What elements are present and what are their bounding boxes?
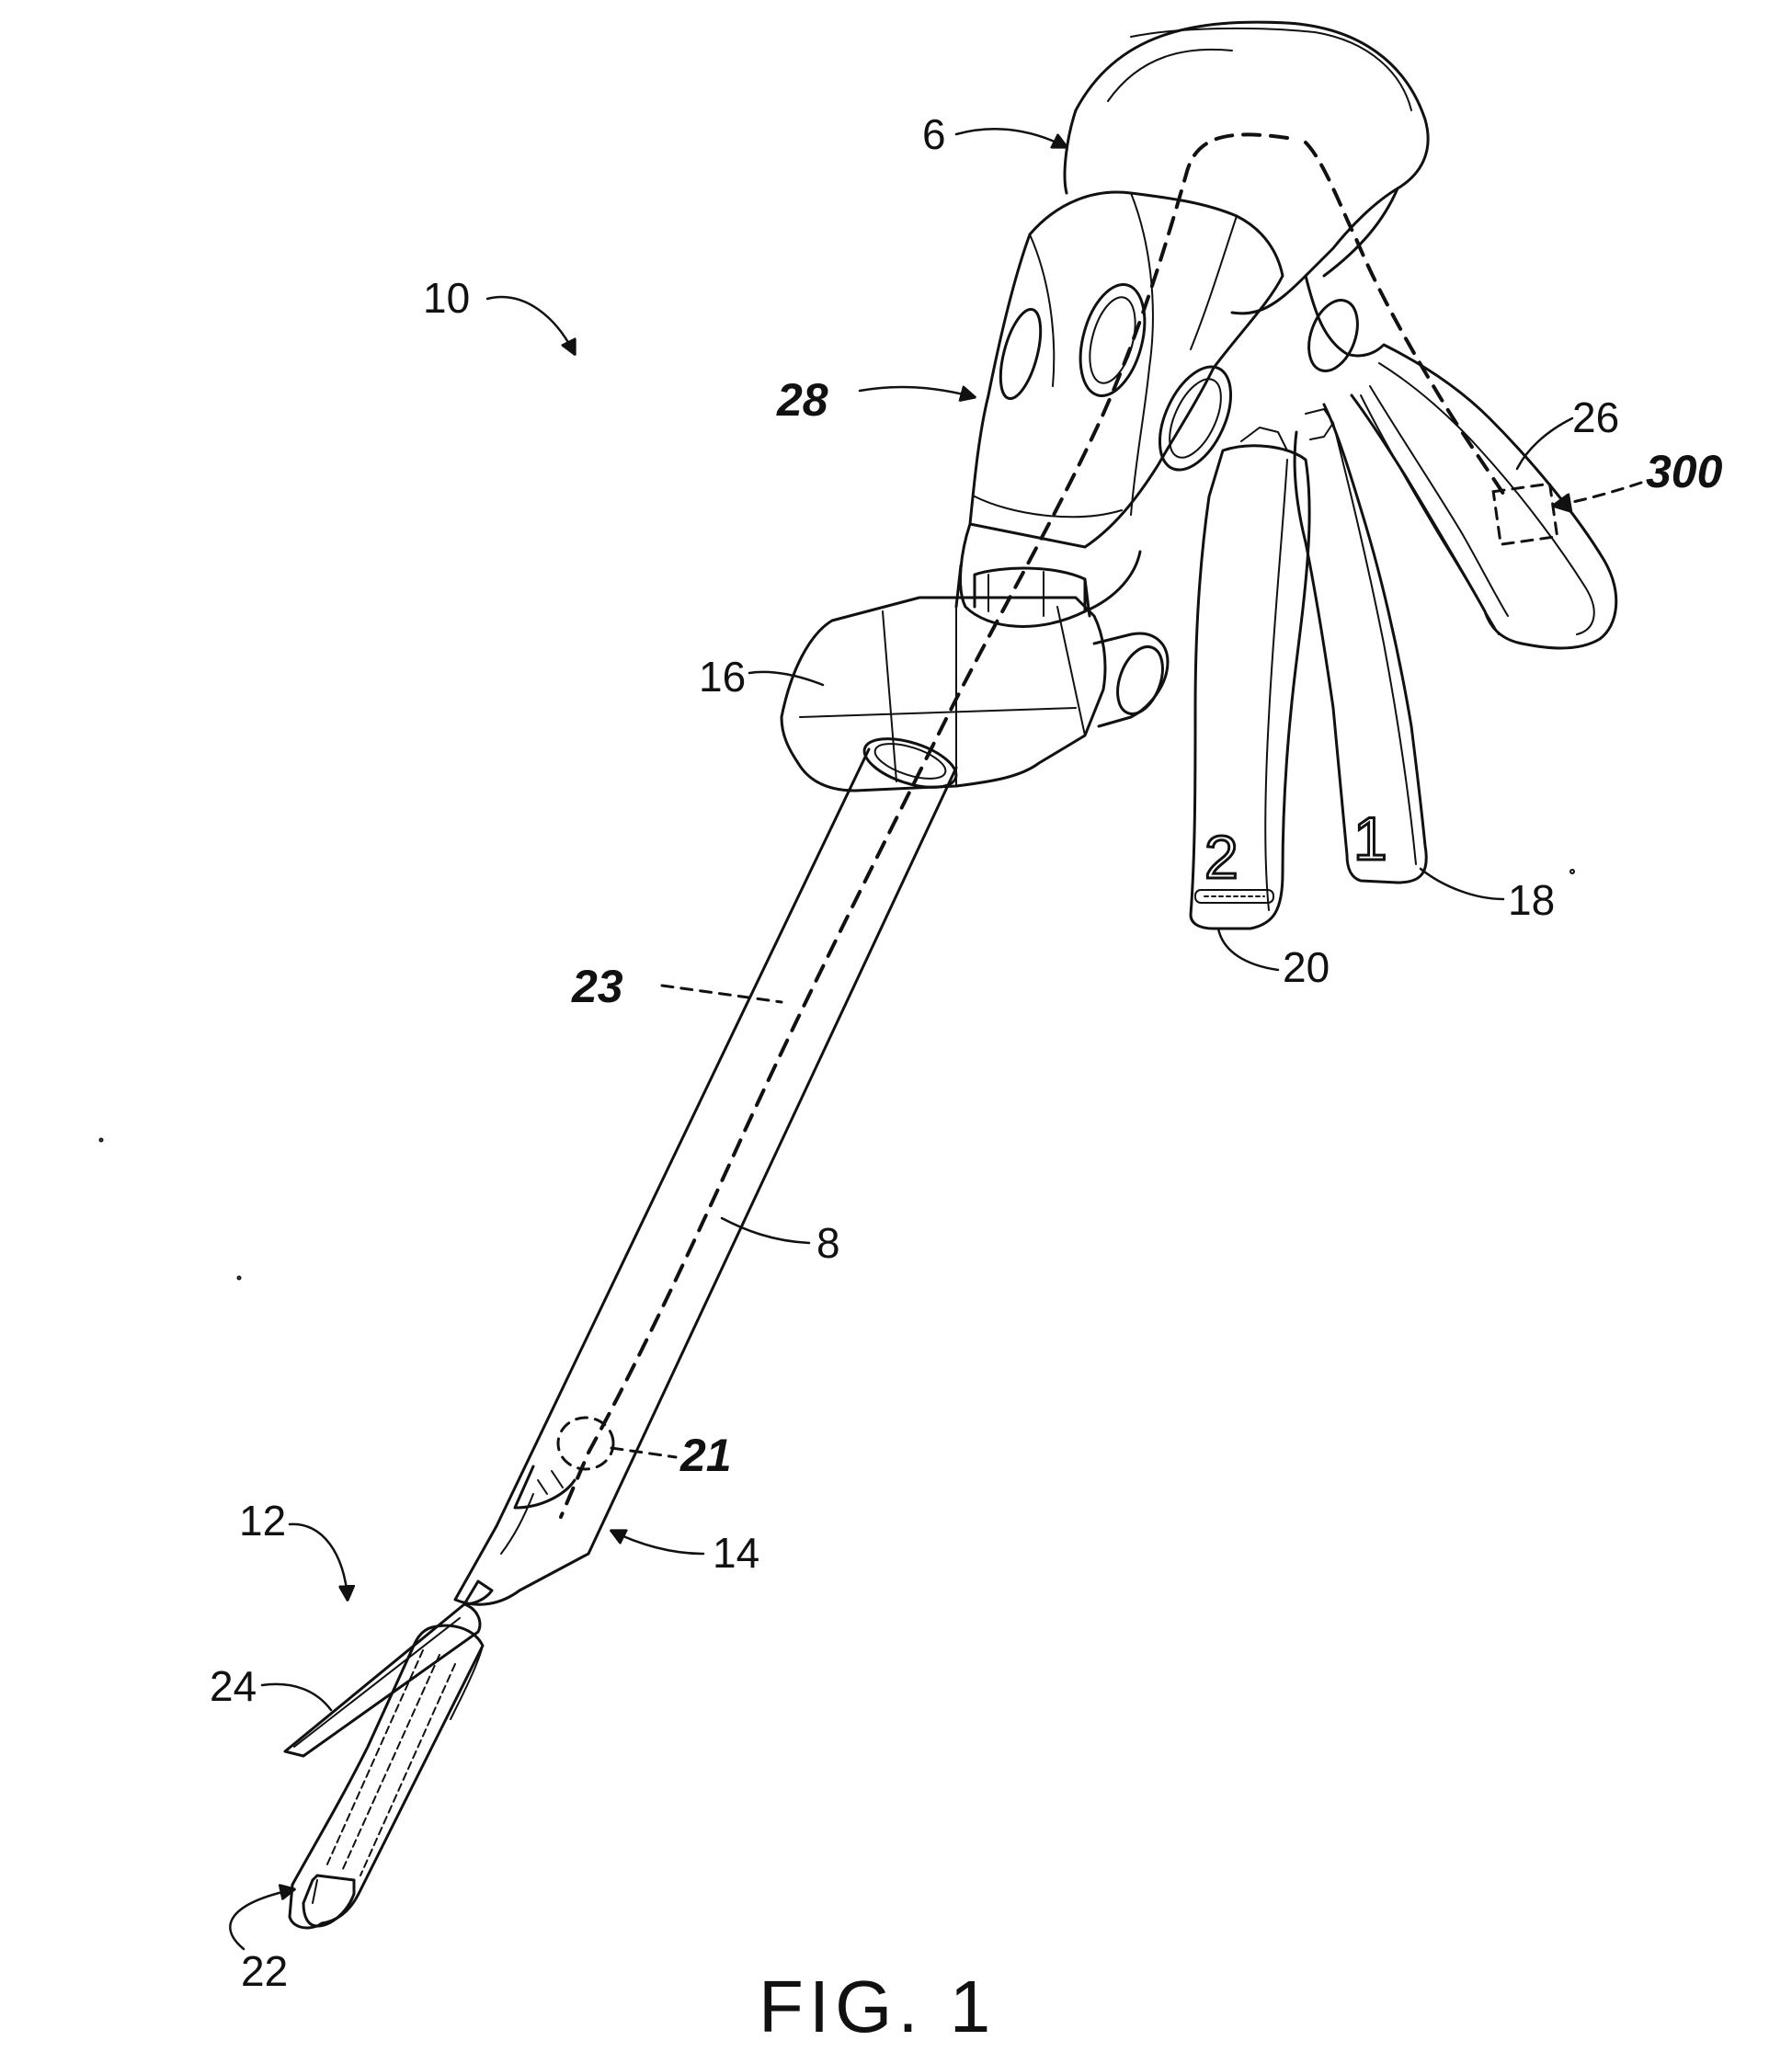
callout-26: 26	[1517, 393, 1619, 469]
callout-14: 14	[611, 1529, 759, 1577]
component-21	[558, 1418, 613, 1469]
articulation-joint	[455, 1466, 588, 1604]
svg-text:22: 22	[241, 1947, 288, 1995]
svg-text:14: 14	[713, 1529, 759, 1577]
rotation-knob	[782, 598, 1171, 791]
callout-28: 28	[776, 374, 975, 426]
pistol-grip	[1306, 276, 1616, 648]
collar-window-4	[1300, 293, 1366, 378]
firing-trigger-label: 1	[1353, 804, 1387, 872]
svg-text:12: 12	[239, 1497, 286, 1545]
callout-8: 8	[722, 1218, 840, 1267]
svg-text:8: 8	[816, 1219, 840, 1267]
callout-23: 23	[571, 961, 782, 1012]
collar-window-3	[993, 305, 1049, 403]
svg-text:300: 300	[1646, 446, 1723, 497]
handle-top-cap	[1076, 22, 1428, 314]
closure-trigger-label: 2	[1204, 823, 1238, 891]
handle-assembly	[956, 22, 1428, 626]
svg-text:23: 23	[571, 961, 623, 1012]
callout-12: 12	[239, 1497, 348, 1600]
callout-21: 21	[611, 1430, 732, 1481]
svg-text:10: 10	[423, 274, 470, 322]
callout-10: 10	[423, 274, 575, 354]
callout-6: 6	[922, 110, 1067, 158]
svg-text:26: 26	[1572, 393, 1619, 441]
callout-18: 18	[1421, 869, 1555, 924]
callout-24: 24	[210, 1662, 331, 1710]
callout-22: 22	[230, 1889, 294, 1995]
svg-text:24: 24	[210, 1662, 257, 1710]
collar-window-1	[1069, 278, 1156, 403]
svg-text:20: 20	[1283, 943, 1330, 991]
svg-text:21: 21	[679, 1430, 732, 1481]
closure-trigger: 2	[1191, 409, 1333, 929]
drive-member-hidden-line	[561, 134, 1287, 1517]
callout-20: 20	[1218, 929, 1330, 991]
staple-cartridge	[290, 1625, 483, 1928]
end-effector	[285, 1604, 483, 1928]
figure-caption: FIG. 1	[759, 1966, 996, 2047]
svg-text:28: 28	[776, 374, 828, 426]
svg-text:16: 16	[699, 653, 746, 701]
handle-collar	[970, 192, 1283, 547]
callout-16: 16	[699, 653, 823, 701]
svg-text:6: 6	[922, 110, 946, 158]
svg-text:18: 18	[1508, 876, 1555, 924]
staple-rows	[326, 1650, 455, 1875]
